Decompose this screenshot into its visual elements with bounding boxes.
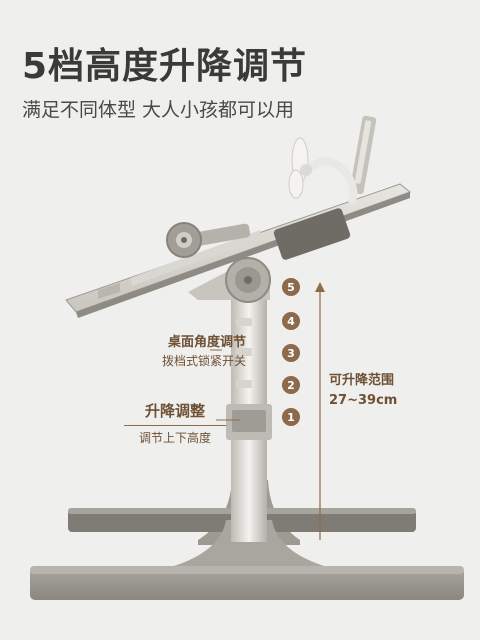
- tilt-annotation: 桌面角度调节 拨档式锁紧开关: [120, 334, 246, 370]
- step-badge-2: 2: [282, 376, 300, 394]
- range-annotation: 可升降范围 27~39cm: [329, 371, 397, 411]
- lift-column: [226, 270, 272, 542]
- tilt-title: 桌面角度调节: [167, 335, 246, 350]
- height-divider: [124, 425, 226, 426]
- tilt-hinge: [188, 257, 271, 303]
- height-title: 升降调整: [144, 402, 205, 420]
- step-badge-1: 1: [282, 408, 300, 426]
- range-arrow: [315, 282, 325, 540]
- step-badge-4: 4: [282, 312, 300, 330]
- fan-icon: [288, 137, 358, 204]
- desk-base: [30, 480, 464, 600]
- height-subtitle: 调节上下高度: [138, 431, 211, 445]
- page-title: 5档高度升降调节: [22, 46, 308, 87]
- step-badge-5: 5: [282, 278, 300, 296]
- desk-top: [65, 183, 412, 318]
- tablet-holder: [349, 115, 377, 195]
- clip-knob: [166, 222, 251, 258]
- tilt-subtitle: 拨档式锁紧开关: [161, 354, 246, 368]
- height-annotation: 升降调整 调节上下高度: [120, 400, 230, 447]
- range-value: 27~39cm: [329, 393, 398, 408]
- page-subtitle: 满足不同体型 大人小孩都可以用: [22, 99, 295, 121]
- range-title: 可升降范围: [329, 373, 395, 388]
- step-badge-3: 3: [282, 344, 300, 362]
